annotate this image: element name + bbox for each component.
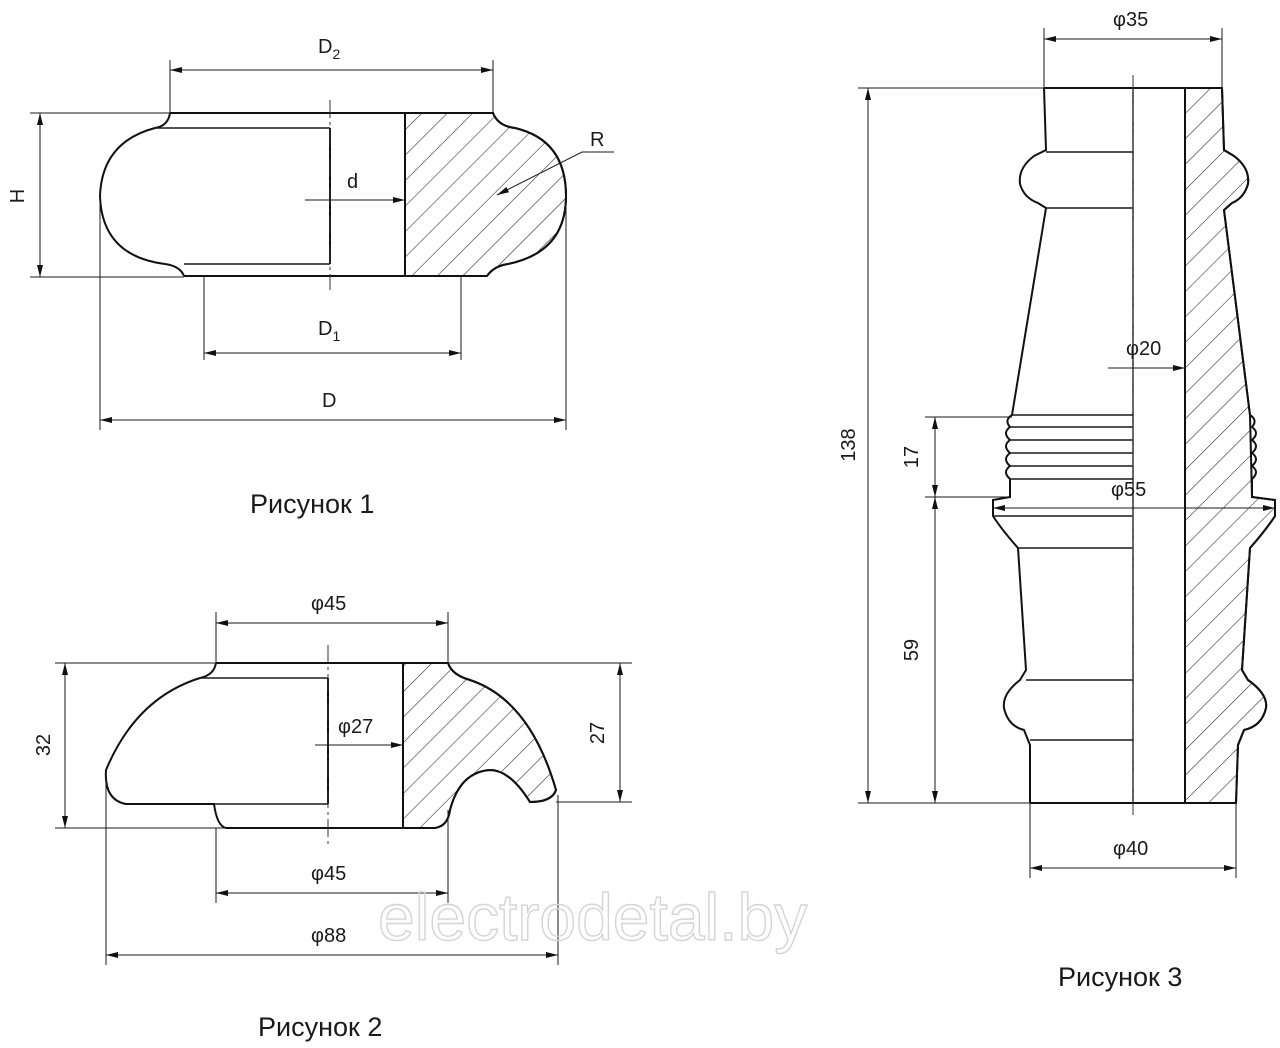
dim-outer-88-label: φ88 <box>311 925 346 947</box>
figure-1: D2 H d R D1 D Рисунок 1 <box>7 36 614 519</box>
figure-3-body <box>992 75 1276 815</box>
dim-r-label: R <box>590 129 604 151</box>
dim-height-138-label: 138 <box>838 428 860 461</box>
dim-h-label: H <box>7 189 29 203</box>
dim-r-leader <box>496 151 614 196</box>
dim-top-35-label: φ35 <box>1113 9 1148 31</box>
figure-2-caption: Рисунок 2 <box>258 1012 382 1042</box>
figure-1-caption: Рисунок 1 <box>250 489 374 519</box>
figure-3-caption: Рисунок 3 <box>1058 962 1182 992</box>
dim-height-27-label: 27 <box>587 722 609 744</box>
dim-thread-17-label: 17 <box>901 446 923 468</box>
dim-d-inner-label: d <box>347 171 358 193</box>
figure-3: φ35 138 φ20 17 φ55 59 φ40 Рисунок 3 <box>838 9 1276 992</box>
dim-height-32-label: 32 <box>33 734 55 756</box>
dim-inner-27-label: φ27 <box>338 716 373 738</box>
dim-bottom-40-label: φ40 <box>1113 838 1148 860</box>
dim-bottom-45-label: φ45 <box>311 863 346 885</box>
watermark: electrodetal.by <box>378 880 807 954</box>
figure-2-section <box>402 662 558 829</box>
figure-1-body <box>98 100 568 290</box>
dim-d-outer-label: D <box>322 390 336 412</box>
dim-d2-label: D2 <box>318 36 340 62</box>
figure-3-section <box>1184 87 1276 804</box>
dim-bore-20-label: φ20 <box>1126 338 1161 360</box>
figure-2-body <box>104 645 558 845</box>
figure-1-section <box>404 112 568 277</box>
dim-d1-label: D1 <box>318 318 340 344</box>
figure-2: φ45 32 φ27 27 φ45 φ88 Рисунок 2 <box>33 593 632 1042</box>
dim-collar-55-label: φ55 <box>1111 479 1146 501</box>
dim-lower-59-label: 59 <box>901 639 923 661</box>
dim-top-45-label: φ45 <box>311 593 346 615</box>
